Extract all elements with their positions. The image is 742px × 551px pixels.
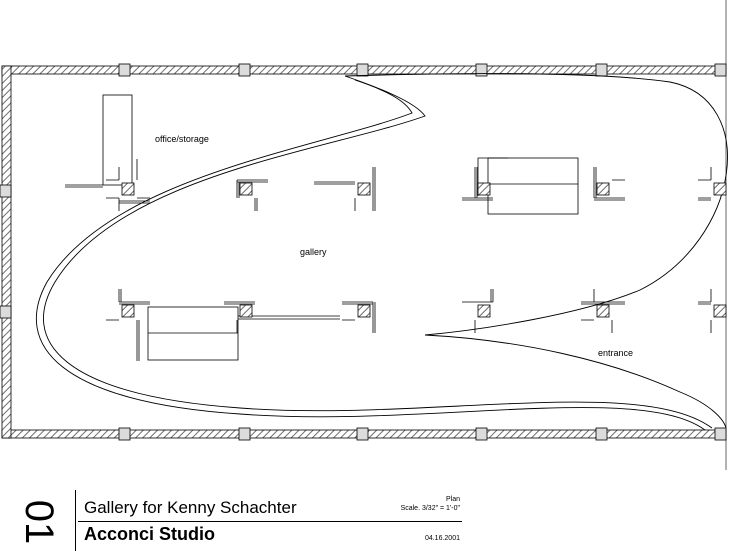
drawing-date: 04.16.2001 bbox=[424, 535, 460, 542]
drawing-scale: Scale. 3/32" = 1'-0" bbox=[400, 505, 460, 512]
interior-columns bbox=[106, 159, 727, 361]
label-office-storage: office/storage bbox=[155, 134, 209, 144]
drawing-type: Plan bbox=[445, 496, 460, 503]
label-gallery: gallery bbox=[300, 247, 327, 257]
floor-plan: office/storage gallery entrance bbox=[0, 0, 728, 470]
wall-columns bbox=[0, 63, 727, 441]
studio-name: Acconci Studio bbox=[84, 524, 216, 544]
office-partition bbox=[65, 94, 133, 188]
title-block-divider-horizontal bbox=[78, 521, 462, 522]
project-title: Gallery for Kenny Schachter bbox=[84, 498, 297, 517]
curved-wall bbox=[35, 73, 728, 431]
title-block-divider-vertical bbox=[75, 490, 76, 551]
sheet-number: 01 bbox=[17, 499, 61, 545]
label-entrance: entrance bbox=[598, 348, 633, 358]
